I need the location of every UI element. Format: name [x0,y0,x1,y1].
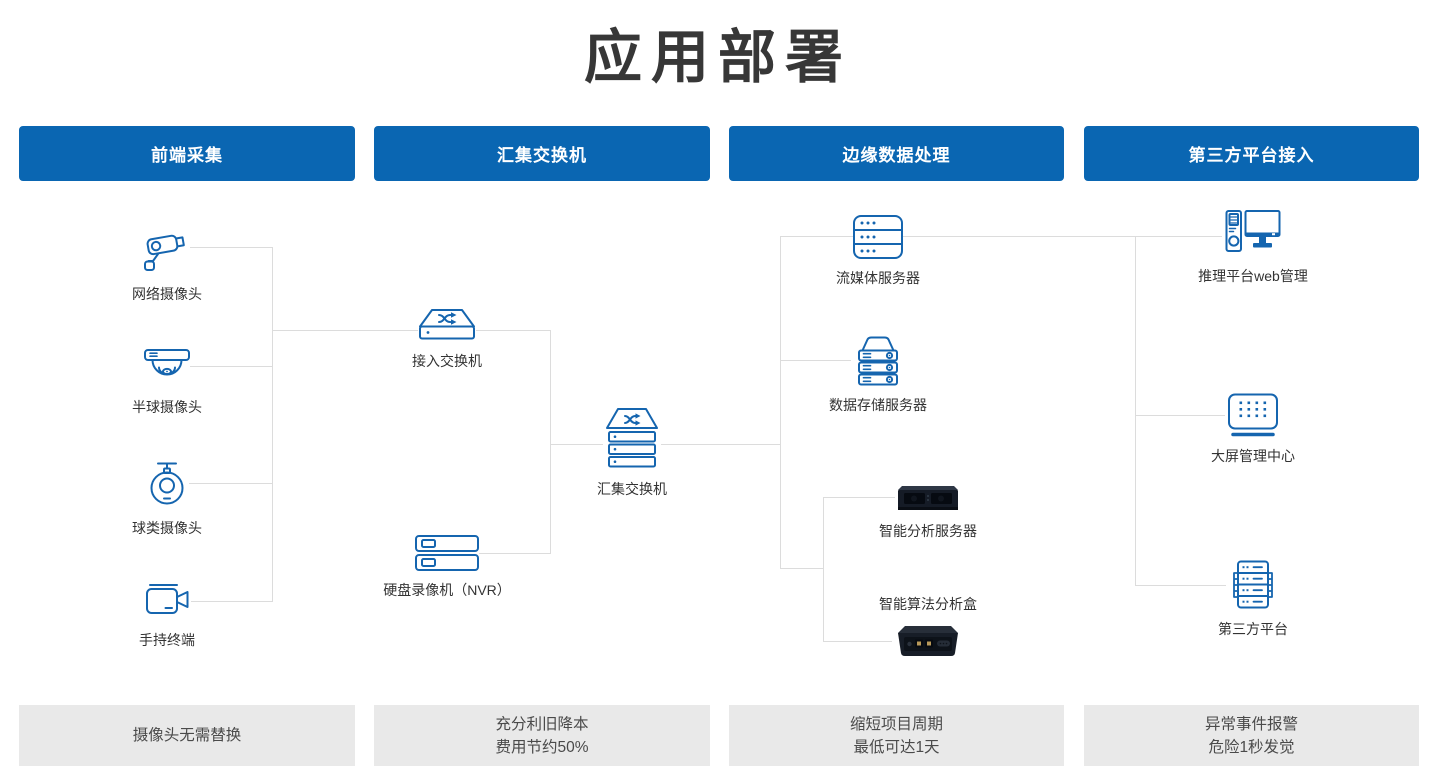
benefit-text: 最低可达1天 [853,738,940,756]
analysis-box-photo [898,626,958,656]
connector-streaming-to-inference [903,236,1222,237]
node-network-camera: 网络摄像头 [87,230,247,304]
node-label: 流媒体服务器 [836,270,920,286]
section-header-edge-processing: 边缘数据处理 [729,126,1064,181]
node-inference-web: 推理平台web管理 [1173,208,1333,286]
ptz-camera-icon [150,462,184,505]
node-label: 推理平台web管理 [1198,268,1308,284]
benefit-text: 费用节约50% [495,738,589,756]
bracket-third-party [1135,236,1136,586]
node-analysis-box: 智能算法分析盒 [848,594,1008,659]
storage-server-icon [858,336,898,386]
node-label: 大屏管理中心 [1211,448,1295,464]
connector-aggregation-to-edge [661,444,780,445]
section-header-label: 边缘数据处理 [842,146,951,165]
node-third-party: 第三方平台 [1173,559,1333,639]
stacked-switch-icon [606,408,658,468]
bracket-cameras [272,247,273,602]
node-storage-server: 数据存储服务器 [798,335,958,415]
benefit-box-aggregation: 充分利旧降本 费用节约50% [374,705,710,766]
connector-dome-camera [190,366,272,367]
connector-to-aggregation-switch [550,444,603,445]
node-label: 数据存储服务器 [829,397,927,413]
benefit-text: 充分利旧降本 [495,715,589,733]
connector-nvr-right [479,553,550,554]
section-header-label: 汇集交换机 [497,146,587,165]
big-screen-icon [1228,393,1278,437]
connector-analysis-box [823,641,892,642]
connector-big-screen [1135,415,1225,416]
rack-server-photo [898,486,958,510]
third-party-platform-icon [1233,560,1273,609]
node-ball-camera: 球类摄像头 [87,460,247,538]
node-aggregation-switch: 汇集交换机 [552,407,712,499]
node-big-screen: 大屏管理中心 [1173,392,1333,466]
benefit-box-edge: 缩短项目周期 最低可达1天 [729,705,1064,766]
connector-handheld-terminal [191,601,272,602]
desktop-computer-icon [1225,210,1281,252]
node-label: 智能分析服务器 [879,523,977,539]
connector-ball-camera [189,483,272,484]
connector-analysis-server [823,497,895,498]
section-header-label: 第三方平台接入 [1188,146,1315,165]
section-header-aggregation-switch: 汇集交换机 [374,126,710,181]
section-header-third-party-access: 第三方平台接入 [1084,126,1419,181]
node-label: 硬盘录像机（NVR） [383,582,511,598]
section-header-label: 前端采集 [151,146,223,165]
switch-icon [419,309,475,340]
connector-edge-subbracket [780,568,823,569]
node-label: 智能算法分析盒 [879,596,977,612]
benefit-box-third-party: 异常事件报警 危险1秒发觉 [1084,705,1419,766]
section-header-frontend-collection: 前端采集 [19,126,355,181]
benefit-text: 危险1秒发觉 [1208,738,1295,756]
node-label: 第三方平台 [1218,621,1288,637]
server-rack-icon [853,215,903,259]
bracket-analysis-devices [823,497,824,642]
connector-network-camera [190,247,272,248]
node-label: 汇集交换机 [597,481,667,497]
benefit-box-frontend: 摄像头无需替换 [19,705,355,766]
node-handheld-terminal: 手持终端 [87,582,247,650]
benefit-text: 缩短项目周期 [849,715,943,733]
connector-storage-server [780,360,851,361]
bracket-edge-servers [780,236,781,569]
node-label: 接入交换机 [412,353,482,369]
node-label: 网络摄像头 [132,286,202,302]
node-nvr: 硬盘录像机（NVR） [367,534,527,600]
video-camera-icon [146,584,189,614]
node-streaming-server: 流媒体服务器 [798,214,958,288]
page-title: 应用部署 [583,25,852,90]
node-label: 球类摄像头 [132,520,202,536]
node-access-switch: 接入交换机 [367,307,527,371]
connector-cameras-to-access-switch [272,330,418,331]
bracket-switch-nvr [550,330,551,554]
connector-third-party-platform [1135,585,1226,586]
benefit-text: 摄像头无需替换 [132,727,242,744]
connector-streaming-left [780,236,853,237]
benefit-text: 异常事件报警 [1204,715,1298,733]
dome-camera-icon [144,349,190,376]
connector-access-switch-right [476,330,550,331]
nvr-icon [415,535,479,571]
node-analysis-server: 智能分析服务器 [848,481,1008,541]
bullet-camera-icon [144,234,185,271]
node-label: 半球摄像头 [132,399,202,415]
node-label: 手持终端 [139,632,195,648]
node-dome-camera: 半球摄像头 [87,347,247,417]
